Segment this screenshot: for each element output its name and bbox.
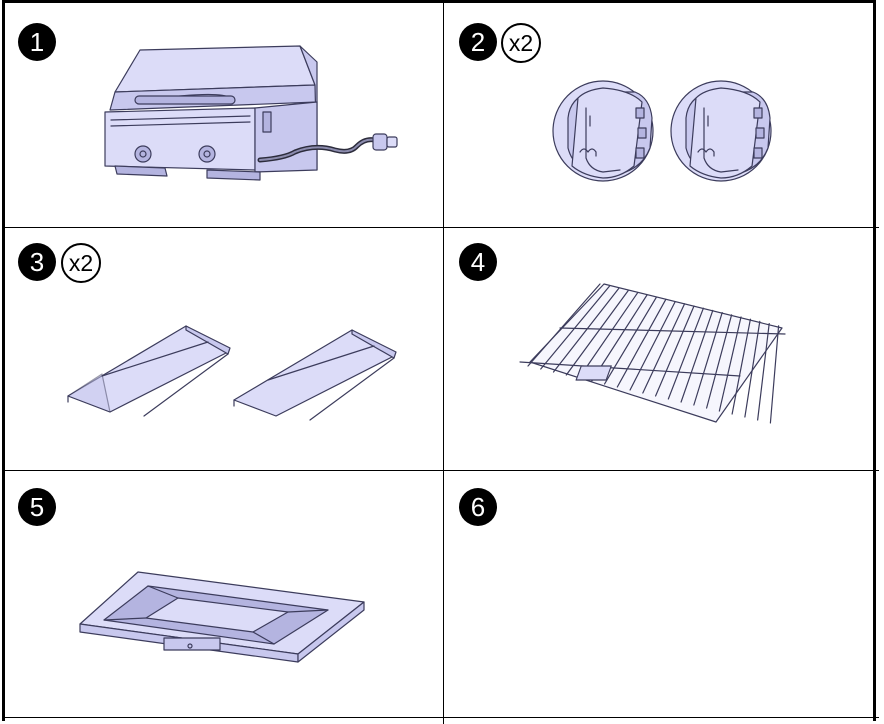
part-number-badge: 2 bbox=[459, 23, 497, 61]
grate-bar bbox=[693, 311, 723, 406]
grate-bar bbox=[616, 298, 667, 388]
quantity-badge: x2 bbox=[501, 23, 541, 63]
drip-tray-icon bbox=[79, 571, 365, 663]
grate-bar bbox=[552, 287, 620, 373]
grill-body-icon bbox=[104, 45, 398, 181]
grate-bar bbox=[642, 303, 686, 394]
grate-bar bbox=[706, 314, 733, 409]
grate-bar bbox=[629, 301, 676, 391]
heat-tent-icon bbox=[67, 325, 397, 421]
grate-bar bbox=[757, 322, 770, 421]
row-divider bbox=[5, 227, 879, 228]
part-number-badge: 6 bbox=[459, 488, 497, 526]
column-divider bbox=[443, 3, 444, 724]
grate-bar bbox=[667, 307, 704, 400]
grate-bar bbox=[769, 325, 780, 424]
part-number-badge: 4 bbox=[459, 243, 497, 281]
grate-bar bbox=[578, 292, 639, 379]
grate-bar bbox=[565, 290, 629, 376]
part-number-badge: 1 bbox=[18, 23, 56, 61]
grate-bar bbox=[731, 318, 751, 415]
cooking-grate-icon bbox=[519, 283, 786, 424]
grate-bar bbox=[540, 285, 611, 370]
grate-bar bbox=[603, 296, 657, 385]
quantity-badge: x2 bbox=[61, 243, 101, 283]
part-number-badge: 5 bbox=[18, 488, 56, 526]
grate-bar bbox=[654, 305, 695, 397]
row-divider bbox=[5, 470, 879, 471]
grate-bar bbox=[527, 283, 601, 367]
part-number-badge: 3 bbox=[18, 243, 56, 281]
control-knob-icon bbox=[552, 80, 772, 182]
row-divider bbox=[5, 717, 879, 718]
grate-bar bbox=[744, 320, 761, 418]
grate-bar bbox=[680, 309, 714, 403]
